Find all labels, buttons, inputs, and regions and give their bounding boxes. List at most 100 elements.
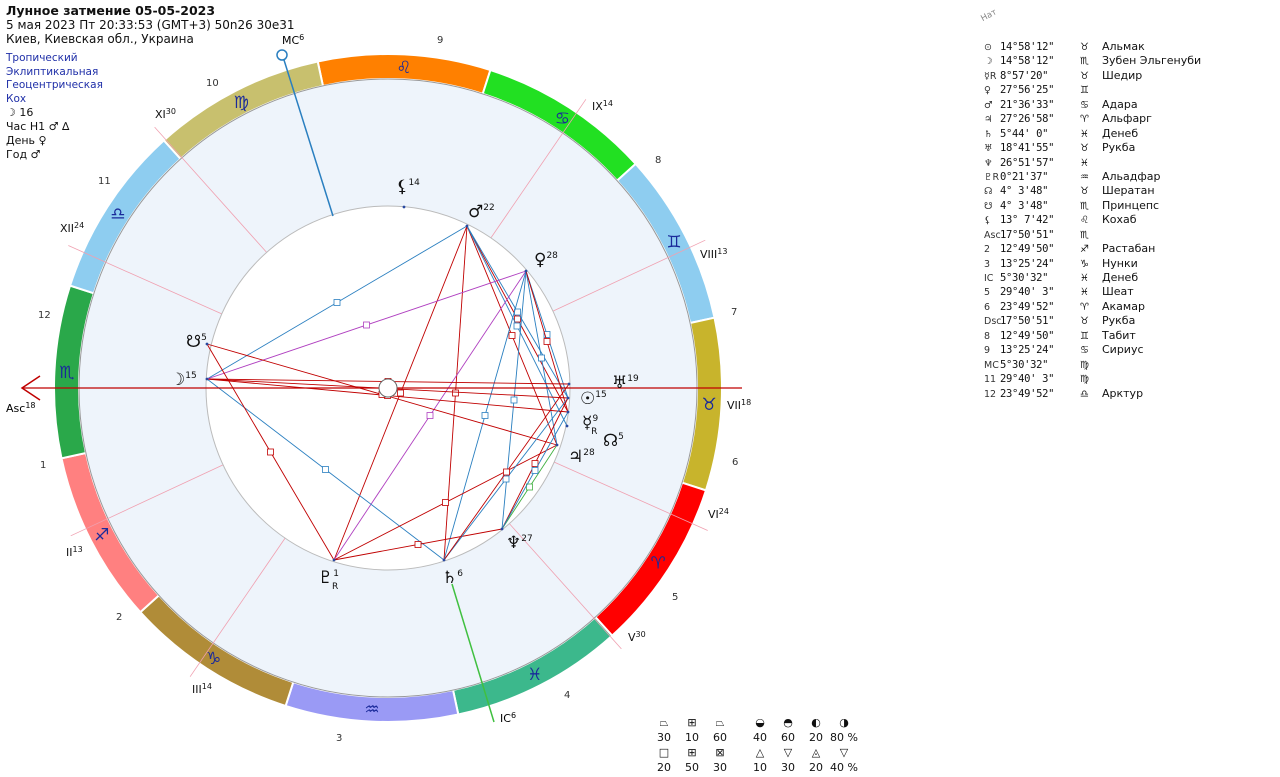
zodiac-sign-glyph: ♎	[110, 205, 125, 225]
position-value: 4° 3'48"	[1000, 185, 1049, 198]
planet-dot	[567, 382, 571, 386]
sign-icon: ♏	[1080, 56, 1089, 68]
zodiac-sign-glyph: ♍	[234, 93, 249, 113]
planet-glyph[interactable]: ♆27	[506, 533, 533, 553]
stat-icon: ▽	[783, 746, 793, 759]
setting-zodiac[interactable]: Тропический	[6, 52, 78, 64]
aspect-marker	[414, 541, 422, 548]
house-number: 10	[206, 78, 219, 89]
house-cusp-line	[490, 99, 587, 239]
planet-glyph[interactable]: ⚸14	[396, 177, 420, 197]
point-icon: 2	[984, 244, 991, 256]
point-icon: Dsc	[984, 316, 1002, 328]
chart-title: Лунное затмение 05-05-2023	[6, 3, 216, 18]
planet-glyph[interactable]: ♃28	[568, 447, 595, 467]
house-number: 2	[116, 612, 122, 623]
sign-icon: ♉	[1080, 316, 1089, 328]
point-icon: 9	[984, 345, 991, 357]
planet-glyph[interactable]: ♅19	[612, 373, 639, 393]
house-cusp-line	[154, 126, 267, 253]
point-icon: ♅	[984, 143, 993, 155]
setting-center[interactable]: Геоцентрическая	[6, 79, 103, 92]
sign-icon: ♓	[1080, 128, 1089, 140]
fixed-star: Рукба	[1102, 141, 1136, 155]
planet-glyph[interactable]: ♂22	[468, 202, 495, 222]
aspect-marker	[502, 475, 510, 483]
table-row[interactable]: ♀27°56'25"♊	[984, 83, 1201, 97]
table-row[interactable]: ♂21°36'33"♋Адара	[984, 98, 1201, 112]
planet-glyph[interactable]: ♄6	[442, 568, 463, 588]
ic-axis	[451, 583, 495, 723]
stat-icon: ▽	[839, 746, 849, 759]
table-row[interactable]: ♅18°41'55"♉Рукба	[984, 141, 1201, 155]
table-row[interactable]: ♇R0°21'37"♒Альадфар	[984, 170, 1201, 184]
planet-glyph[interactable]: ☽15	[170, 370, 197, 390]
table-row[interactable]: ♆26°51'57"♓	[984, 156, 1201, 170]
house-number: 6	[732, 457, 738, 468]
planet-glyph[interactable]: ☉15	[580, 389, 607, 409]
setting-houses[interactable]: Кох	[6, 93, 27, 106]
moon-day: ☽ 16	[6, 106, 34, 119]
planet-dot	[500, 527, 504, 531]
sign-icon: ♊	[1080, 330, 1089, 342]
table-row[interactable]: ♄5°44' 0"♓Денеб	[984, 127, 1201, 141]
sign-icon: ♋	[1080, 345, 1089, 357]
stat-icon: ⊞	[687, 716, 697, 729]
point-icon: ♀	[984, 85, 991, 97]
planet-glyph[interactable]: ♀28	[534, 250, 558, 270]
table-row[interactable]: Dsc17°50'51"♉Рукба	[984, 314, 1201, 328]
zodiac-sign-glyph: ♊	[666, 232, 681, 252]
position-value: 29°40' 3"	[1000, 373, 1055, 386]
table-row[interactable]: ⚸13° 7'42"♌Кохаб	[984, 213, 1201, 227]
setting-coords[interactable]: Эклиптикальная	[6, 65, 99, 78]
stat-icon: ⏢	[715, 716, 725, 729]
house-cusp-line	[552, 239, 706, 312]
aspect-marker	[481, 412, 489, 419]
table-row[interactable]: Asc17°50'51"♏	[984, 228, 1201, 242]
table-row[interactable]: ☋4° 3'48"♏Принцепс	[984, 199, 1201, 213]
table-row[interactable]: MC5°30'32"♍	[984, 358, 1201, 372]
planet-glyph[interactable]: ☊5	[603, 431, 624, 451]
position-value: 13°25'24"	[1000, 257, 1055, 270]
fixed-star: Кохаб	[1102, 213, 1137, 227]
sign-icon: ♈	[1080, 301, 1089, 313]
house-number: 11	[98, 176, 111, 187]
aspect-marker	[426, 412, 434, 419]
stat-value: 20	[657, 761, 671, 774]
stat-value: 10	[685, 731, 699, 744]
stat-icon: △	[755, 746, 765, 759]
fixed-star: Адара	[1102, 97, 1138, 111]
stat-icon: □	[658, 746, 670, 759]
fixed-star: Денеб	[1102, 126, 1139, 140]
stat-value: 30	[781, 761, 795, 774]
settings-list: Тропический Эклиптикальная Геоцентрическ…	[6, 52, 103, 107]
table-row[interactable]: ♃27°26'58"♈Альфарг	[984, 112, 1201, 126]
planet-dot	[465, 224, 469, 228]
stat-value: 30	[713, 761, 727, 774]
house-number: 8	[655, 155, 661, 166]
aspect-marker	[526, 483, 533, 491]
planet-glyph[interactable]: ☋5	[186, 332, 207, 352]
aspect-marker	[508, 332, 516, 339]
fixed-star: Табит	[1102, 328, 1136, 342]
table-row[interactable]: ☽14°58'12"♏Зубен Эльгенуби	[984, 54, 1201, 68]
planet-dot	[402, 205, 406, 209]
aspect-marker	[503, 468, 510, 476]
table-row[interactable]: ☊4° 3'48"♉Шератан	[984, 184, 1201, 198]
table-row[interactable]: ⊙14°58'12"♉Альмак	[984, 40, 1201, 54]
